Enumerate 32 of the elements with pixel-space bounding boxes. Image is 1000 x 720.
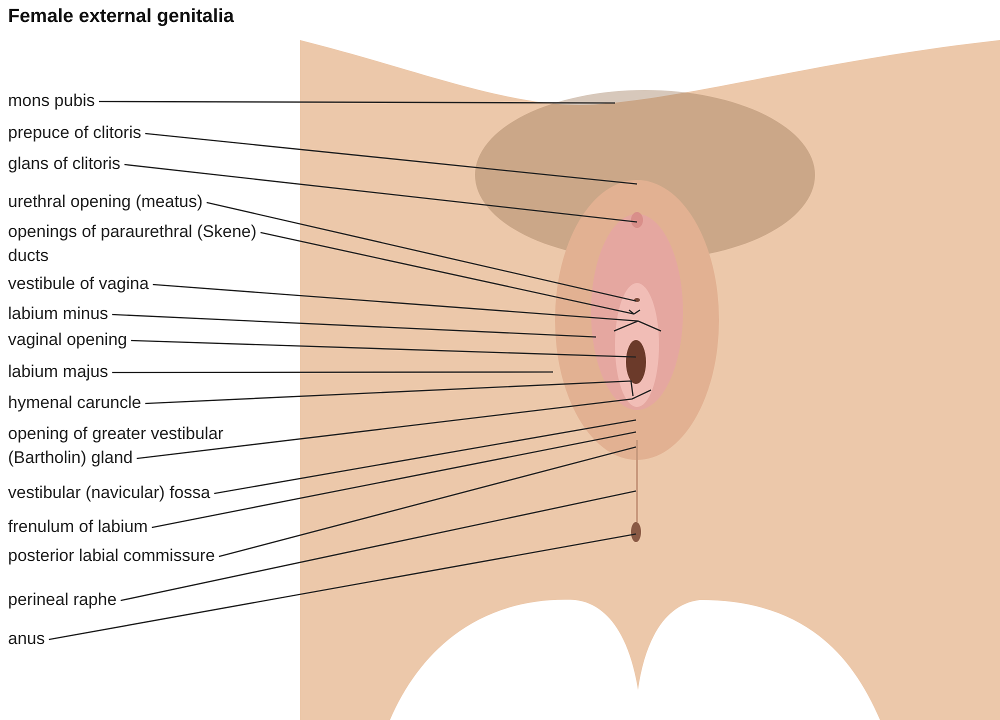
leader-line <box>48 533 636 640</box>
part-label: prepuce of clitoris <box>8 123 142 142</box>
part-label: perineal raphe <box>8 590 117 609</box>
leader-line <box>112 314 596 338</box>
leader-line <box>120 490 636 602</box>
part-label: frenulum of labium <box>8 517 148 536</box>
leader-line <box>124 164 638 223</box>
part-label: vaginal opening <box>8 330 128 349</box>
leader-line <box>152 431 636 528</box>
part-label: urethral opening (meatus) <box>8 192 203 211</box>
part-label: vestibular (navicular) fossa <box>8 483 210 502</box>
leader-line <box>145 380 634 404</box>
part-label: anus <box>8 629 45 648</box>
leader-line <box>112 371 553 374</box>
leader-line <box>214 419 636 494</box>
leader-line <box>136 389 652 460</box>
leader-line <box>218 446 636 558</box>
leader-line <box>131 340 636 358</box>
part-label: posterior labial commissure <box>8 546 215 565</box>
part-label: hymenal caruncle <box>8 393 142 412</box>
part-label: mons pubis <box>8 91 95 110</box>
leader-line <box>98 100 615 104</box>
leader-line <box>206 202 636 302</box>
part-label: opening of greater vestibular (Bartholin) gland <box>8 424 224 467</box>
part-label: vestibule of vagina <box>8 274 149 293</box>
diagram-title: Female external genitalia <box>8 6 234 28</box>
leader-line <box>260 232 641 315</box>
leader-line <box>145 132 638 185</box>
leader-line <box>152 284 662 332</box>
part-label: labium majus <box>8 362 108 381</box>
part-label: glans of clitoris <box>8 154 120 173</box>
part-label: labium minus <box>8 304 108 323</box>
